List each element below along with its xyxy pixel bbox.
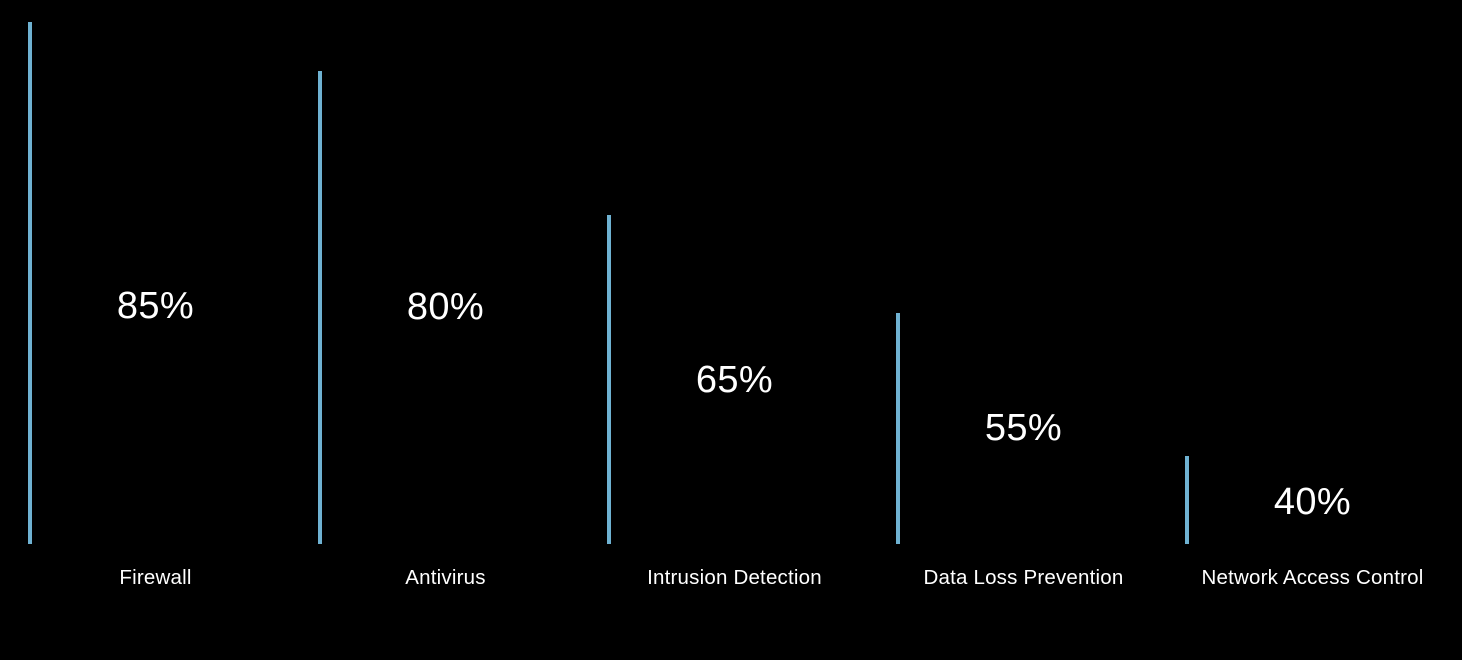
bar-label-data-loss-prevention: Data Loss Prevention [923, 566, 1124, 589]
bar-label-firewall: Firewall [119, 566, 192, 589]
bar-label-antivirus: Antivirus [405, 566, 486, 589]
bar-group-intrusion-detection: 65% Intrusion Detection [607, 215, 862, 634]
bar-label-intrusion-detection: Intrusion Detection [647, 566, 822, 589]
bar-rect-data-loss-prevention[interactable] [896, 313, 900, 544]
bar-group-data-loss-prevention: 55% Data Loss Prevention [896, 313, 1151, 634]
bar-label-network-access-control: Network Access Control [1201, 566, 1424, 589]
bar-value-firewall: 85% [116, 285, 195, 327]
bar-rect-antivirus[interactable] [318, 71, 322, 544]
bar-value-intrusion-detection: 65% [695, 359, 774, 401]
bar-rect-intrusion-detection[interactable] [607, 215, 611, 544]
bar-value-network-access-control: 40% [1273, 481, 1352, 523]
bar-value-data-loss-prevention: 55% [984, 407, 1063, 449]
bar-group-firewall: 85% Firewall [28, 22, 283, 634]
bar-group-network-access-control: 40% Network Access Control [1185, 456, 1440, 634]
bar-rect-firewall[interactable] [28, 22, 32, 544]
bar-value-antivirus: 80% [406, 286, 485, 328]
bar-group-antivirus: 80% Antivirus [318, 71, 573, 634]
bar-rect-network-access-control[interactable] [1185, 456, 1189, 544]
